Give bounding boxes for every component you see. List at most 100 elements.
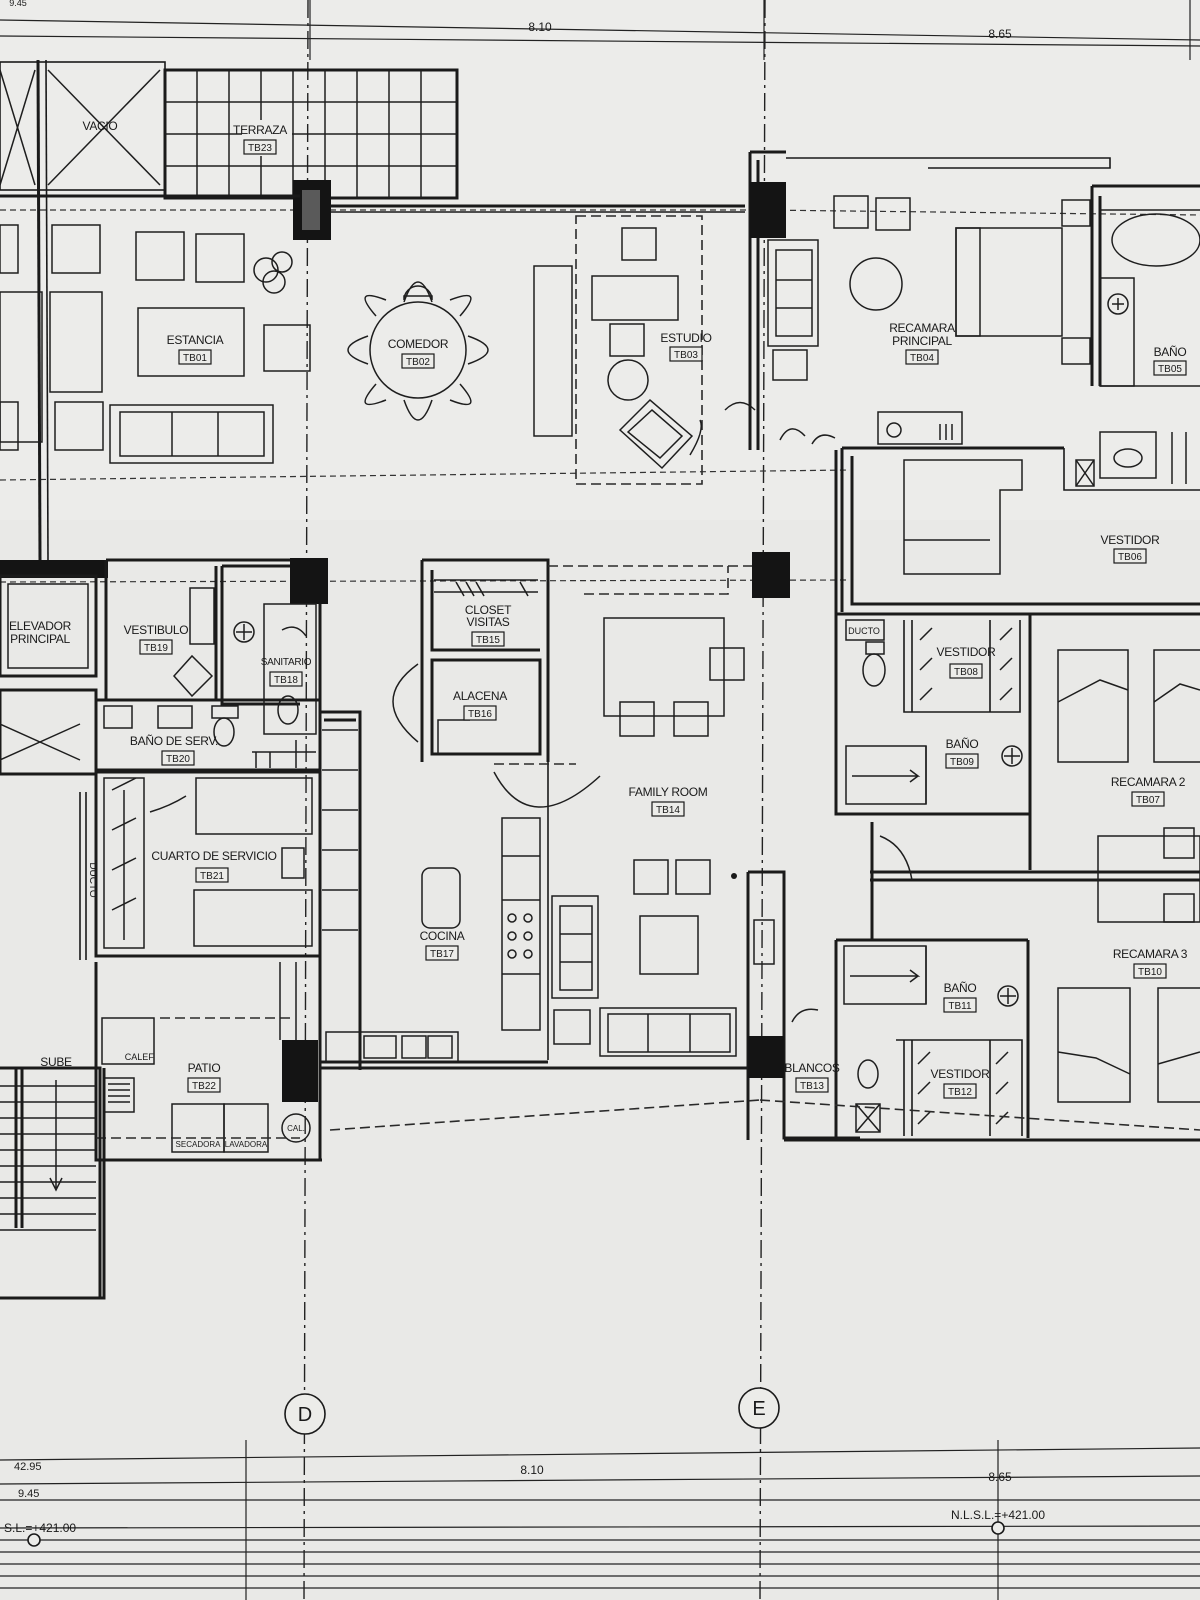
recamara-3-label: RECAMARA 3 [1113,947,1188,961]
estudio-label: ESTUDIO [660,331,711,345]
patio-room: CALEF. SECADORA LAVADORA CAL. PATIO TB22 [94,956,322,1162]
terraza-label: TERRAZA [233,123,287,137]
vestidor-principal-label: VESTIDOR [1101,533,1161,547]
terraza-code: TB23 [248,143,272,154]
dim-bottom-right: 8.65 [988,1470,1012,1484]
recamara-2-code: TB07 [1136,795,1160,806]
ducto-right-label: DUCTO [848,626,880,636]
cocina-room: COCINA TB17 [320,710,748,1070]
estudio-code: TB03 [674,350,698,361]
axis-e-bubble: E [738,1387,780,1429]
alacena-code: TB16 [468,709,492,720]
blancos-label: BLANCOS [784,1061,840,1075]
bano-servicio-label: BAÑO DE SERV. [130,734,218,748]
vestidor-3-code: TB12 [948,1087,972,1098]
vestidor-principal-room: VESTIDOR TB06 [840,446,1200,612]
recamara-principal-label-2: PRINCIPAL [892,334,952,348]
recamara-3-room: RECAMARA 3 TB10 [784,940,1200,1142]
estancia-label: ESTANCIA [167,333,224,347]
blancos-code: TB13 [800,1081,824,1092]
cuarto-servicio-label: CUARTO DE SERVICIO [151,849,276,863]
closet-visitas-code: TB15 [476,635,500,646]
vestidor-3-label: VESTIDOR [931,1067,991,1081]
bano-3-label: BAÑO [944,981,977,995]
elevador-label-2: PRINCIPAL [10,632,70,646]
sube-label: SUBE [40,1055,72,1069]
stair: SUBE [0,1055,106,1300]
patio-code: TB22 [192,1081,216,1092]
recamara-principal-room: RECAMARA PRINCIPAL TB04 [748,150,1111,450]
bano-principal-code: TB05 [1158,364,1182,375]
patio-label: PATIO [188,1061,221,1075]
closet-visitas-room: CLOSET VISITAS TB15 [420,558,550,762]
top-dimension-lines: 8.10 8.65 9.45 [0,0,1200,60]
closet-visitas-label-2: VISITAS [466,615,509,629]
blancos-room: BLANCOS TB13 [746,870,860,1140]
bano-2-code: TB09 [950,757,974,768]
calef-label: CALEF. [125,1052,156,1062]
estancia-room: ESTANCIA TB01 [0,224,311,464]
cuarto-servicio-code: TB21 [200,871,224,882]
dim-top-left: 8.10 [528,20,552,34]
slab-edge [329,1099,1200,1131]
sanitario-code: TB18 [274,675,298,686]
secadora-label: SECADORA [176,1140,222,1149]
ducto-left-label: DUCTO [87,862,98,898]
alacena-room: ALACENA TB16 [392,658,542,756]
axis-d-label: D [298,1404,312,1426]
level-right-label: N.L.S.L.=+421.00 [951,1508,1045,1522]
bano-servicio-code: TB20 [166,754,190,765]
dim-top-right: 8.65 [988,27,1012,41]
lavadora-label: LAVADORA [225,1140,268,1149]
elevador-label-1: ELEVADOR [9,619,72,633]
dim-left-total-1: 42.95 [14,1461,42,1473]
vestidor-2-code: TB08 [954,667,978,678]
cocina-code: TB17 [430,949,454,960]
cocina-label: COCINA [420,929,465,943]
sanitario-label: SANITARIO [261,657,312,668]
bano-3-room: BAÑO TB11 [834,938,1028,1140]
vestidor-principal-code: TB06 [1118,552,1142,563]
bottom-dimension-lines: 8.10 8.65 42.95 9.45 S.L.=+421.00 N.L.S.… [0,1440,1200,1600]
bano-2-label: BAÑO [946,737,979,751]
recamara-principal-label-1: RECAMARA [889,321,955,335]
bano-servicio-room: BAÑO DE SERV. TB20 [94,698,320,772]
family-room-label: FAMILY ROOM [629,785,708,799]
comedor-label: COMEDOR [388,337,449,351]
vestibulo-label: VESTIBULO [124,623,189,637]
dim-top-corner: 9.45 [9,0,27,8]
estancia-code: TB01 [183,353,207,364]
elevador-room: ELEVADOR PRINCIPAL [0,560,108,776]
vacio-label: VACIO [83,119,118,133]
level-left-label: S.L.=+421.00 [4,1521,76,1535]
recamara-3-code: TB10 [1138,967,1162,978]
cal-label: CAL. [287,1124,305,1133]
comedor-code: TB02 [406,357,430,368]
family-room-code: TB14 [656,805,680,816]
estudio-room: ESTUDIO TB03 [533,215,756,485]
recamara-2-label: RECAMARA 2 [1111,775,1186,789]
bano-3-code: TB11 [948,1001,972,1012]
comedor-room: COMEDOR TB02 [347,281,489,421]
bano-2-room: BAÑO TB09 [845,737,1023,805]
recamara-principal-code: TB04 [910,353,934,364]
vestidor-2-room: DUCTO VESTIDOR TB08 [834,612,1200,816]
vestidor-2-label: VESTIDOR [937,645,997,659]
axis-e-label: E [752,1398,765,1420]
dim-bottom-left: 8.10 [520,1463,544,1477]
bano-principal-room: BAÑO TB05 [1090,184,1200,484]
vacio-area: VACIO [0,59,166,561]
vestibulo-code: TB19 [144,643,168,654]
bano-principal-label: BAÑO [1154,345,1187,359]
family-room: FAMILY ROOM TB14 [493,552,790,1060]
axis-d-bubble: D [284,1393,326,1435]
alacena-label: ALACENA [453,689,507,703]
right-wing-wall [834,450,874,940]
terraza-area: TERRAZA TB23 [163,68,459,200]
vestidor-3-room: VESTIDOR TB12 [896,1039,1023,1136]
sanitario-room: SANITARIO TB18 [220,558,328,954]
facade-wall [0,194,745,208]
closet-visitas-label-1: CLOSET [465,603,512,617]
